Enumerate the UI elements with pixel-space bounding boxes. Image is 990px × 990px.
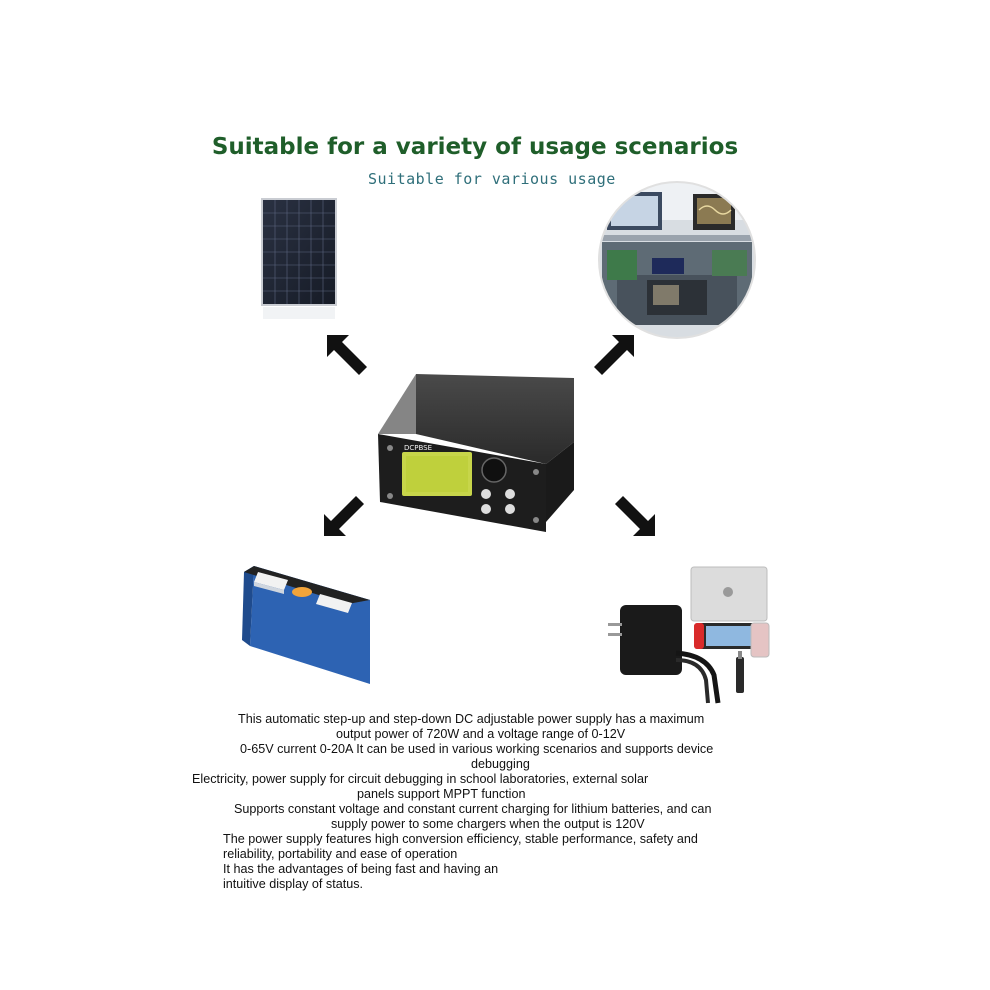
arrow-up-right-icon xyxy=(594,335,634,375)
description-line: Supports constant voltage and constant c… xyxy=(234,802,712,816)
description-line: 0-65V current 0-20A It can be used in va… xyxy=(240,742,714,756)
page-subtitle: Suitable for various usage xyxy=(368,170,616,188)
charger-and-devices-image xyxy=(608,566,770,704)
description-line: panels support MPPT function xyxy=(357,787,526,801)
description-line: The power supply features high conversio… xyxy=(223,832,698,846)
arrow-up-left-icon xyxy=(327,335,367,375)
description-line: It has the advantages of being fast and … xyxy=(223,862,499,876)
description-line: debugging xyxy=(471,757,530,771)
arrow-down-left-icon xyxy=(324,496,364,536)
arrow-down-right-icon xyxy=(615,496,655,536)
description-line: supply power to some chargers when the o… xyxy=(331,817,645,831)
laboratory-image xyxy=(598,181,756,339)
product-description: This automatic step-up and step-down DC … xyxy=(190,712,790,892)
description-line: intuitive display of status. xyxy=(223,877,364,891)
description-line: This automatic step-up and step-down DC … xyxy=(238,712,705,726)
description-line: Electricity, power supply for circuit de… xyxy=(192,772,649,786)
power-supply-device-image: DCPBSE xyxy=(378,374,574,532)
lithium-battery-image xyxy=(242,566,370,684)
description-line: output power of 720W and a voltage range… xyxy=(336,727,626,741)
solar-panel-image xyxy=(261,198,337,319)
page-title: Suitable for a variety of usage scenario… xyxy=(211,134,739,160)
device-brand-label: DCPBSE xyxy=(404,444,432,452)
description-line: reliability, portability and ease of ope… xyxy=(223,847,458,861)
